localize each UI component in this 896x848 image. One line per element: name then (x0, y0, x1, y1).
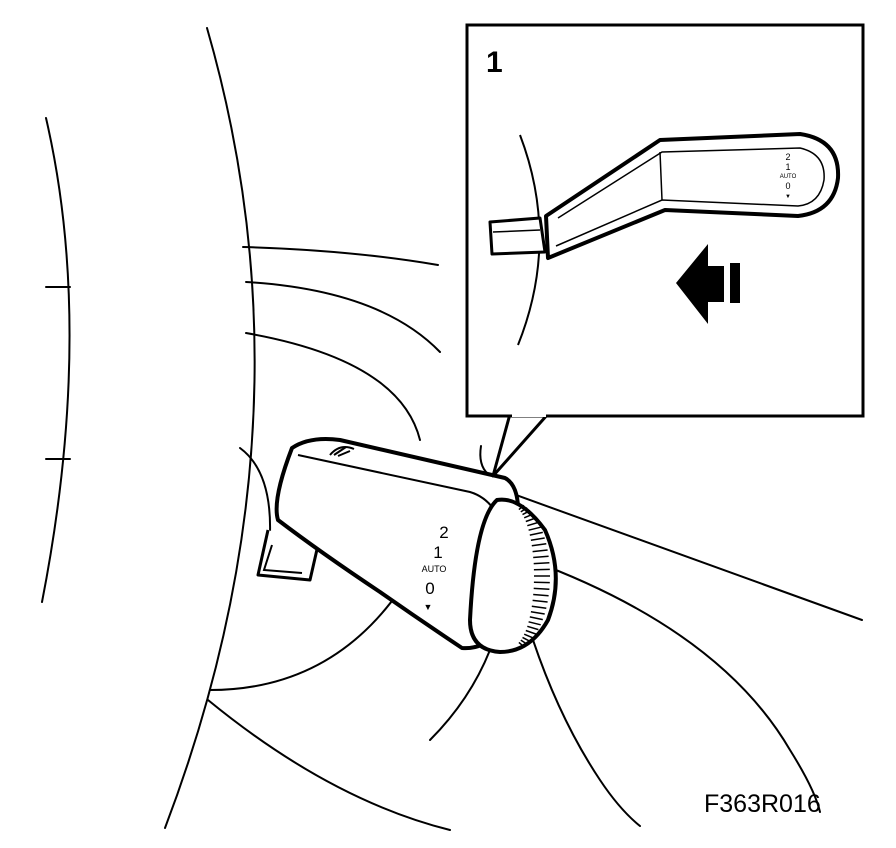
inset-stalk-inner-line (555, 147, 825, 247)
detail-inset: 1 2 1 AUTO 0 ▼ (465, 23, 865, 478)
knurl-ridge (518, 641, 525, 648)
main-scale-pos-auto: AUTO (422, 564, 447, 574)
inset-stalk-stub (488, 216, 547, 256)
knurl-ridge (533, 587, 550, 590)
column-shroud-mid (529, 559, 821, 813)
steering-wheel-rim-inner (164, 27, 256, 829)
inset-scale-pos-auto: AUTO (780, 174, 797, 180)
knurl-ridge (525, 517, 537, 523)
inset-stalk-body (544, 132, 841, 260)
column-bottom-2 (429, 649, 491, 741)
figure-id: F363R016 (704, 790, 821, 818)
knurl-ridge (528, 621, 541, 626)
knurl-ridge (523, 513, 534, 519)
knurl-ridge (527, 625, 539, 631)
wiper-stalk-main: 2 1 AUTO 0 ▼ (256, 437, 558, 654)
inset-scale-pos-1: 1 (785, 162, 790, 172)
small-hook (479, 445, 489, 475)
knurl-ridge (531, 543, 547, 547)
main-scale-pos-0: 0 (425, 579, 434, 598)
main-scale-pos-2: 2 (439, 523, 448, 542)
knurl-ridge (531, 605, 547, 609)
inset-number: 1 (486, 46, 503, 79)
windscreen-wiper-icon (329, 446, 355, 457)
knurl-ridge (529, 531, 543, 536)
rotary-knurl (518, 504, 550, 648)
knurl-ridge (529, 616, 543, 621)
knurl-ridge (518, 504, 525, 511)
push-direction-arrow-icon (676, 244, 740, 324)
inset-scale-pos-0: 0 (785, 181, 790, 191)
stalk-body (274, 437, 521, 651)
knurl-ridge (532, 599, 548, 603)
main-scale-pos-mist: ▼ (424, 602, 433, 612)
knurl-ridge (520, 639, 528, 645)
knurl-ridge (533, 593, 549, 597)
inset-callout-pointer (491, 413, 550, 478)
column-shroud-top (479, 481, 863, 621)
stalk-linkage-inner (262, 544, 303, 574)
stalk-linkage (256, 529, 320, 582)
knurl-ridge (533, 562, 550, 565)
column-shroud-low (532, 639, 641, 827)
column-bottom-1 (207, 699, 451, 831)
dash-line-1 (242, 246, 439, 266)
inset-scale-pos-2: 2 (785, 152, 790, 162)
knurl-ridge (522, 636, 531, 643)
rotary-end-cap (468, 497, 558, 654)
knurl-ridge (523, 633, 534, 639)
knurl-ridge (530, 610, 545, 615)
knurl-ridge (522, 509, 531, 516)
dash-line-3 (245, 332, 421, 441)
column-lower-arc (209, 589, 401, 691)
steering-column-background (41, 27, 863, 831)
dash-line-2 (245, 281, 441, 353)
knurl-ridge (520, 507, 528, 513)
knurl-ridge (525, 629, 537, 635)
inset-scale-pos-mist: ▼ (785, 194, 791, 200)
knurl-ridge (532, 549, 548, 553)
knurl-ridge (527, 521, 539, 527)
steering-wheel-rim-outer (41, 117, 71, 603)
knurl-ridge (533, 555, 549, 559)
knurl-ridge (528, 526, 541, 531)
knurl-ridge (530, 537, 545, 542)
main-scale-pos-1: 1 (433, 543, 442, 562)
